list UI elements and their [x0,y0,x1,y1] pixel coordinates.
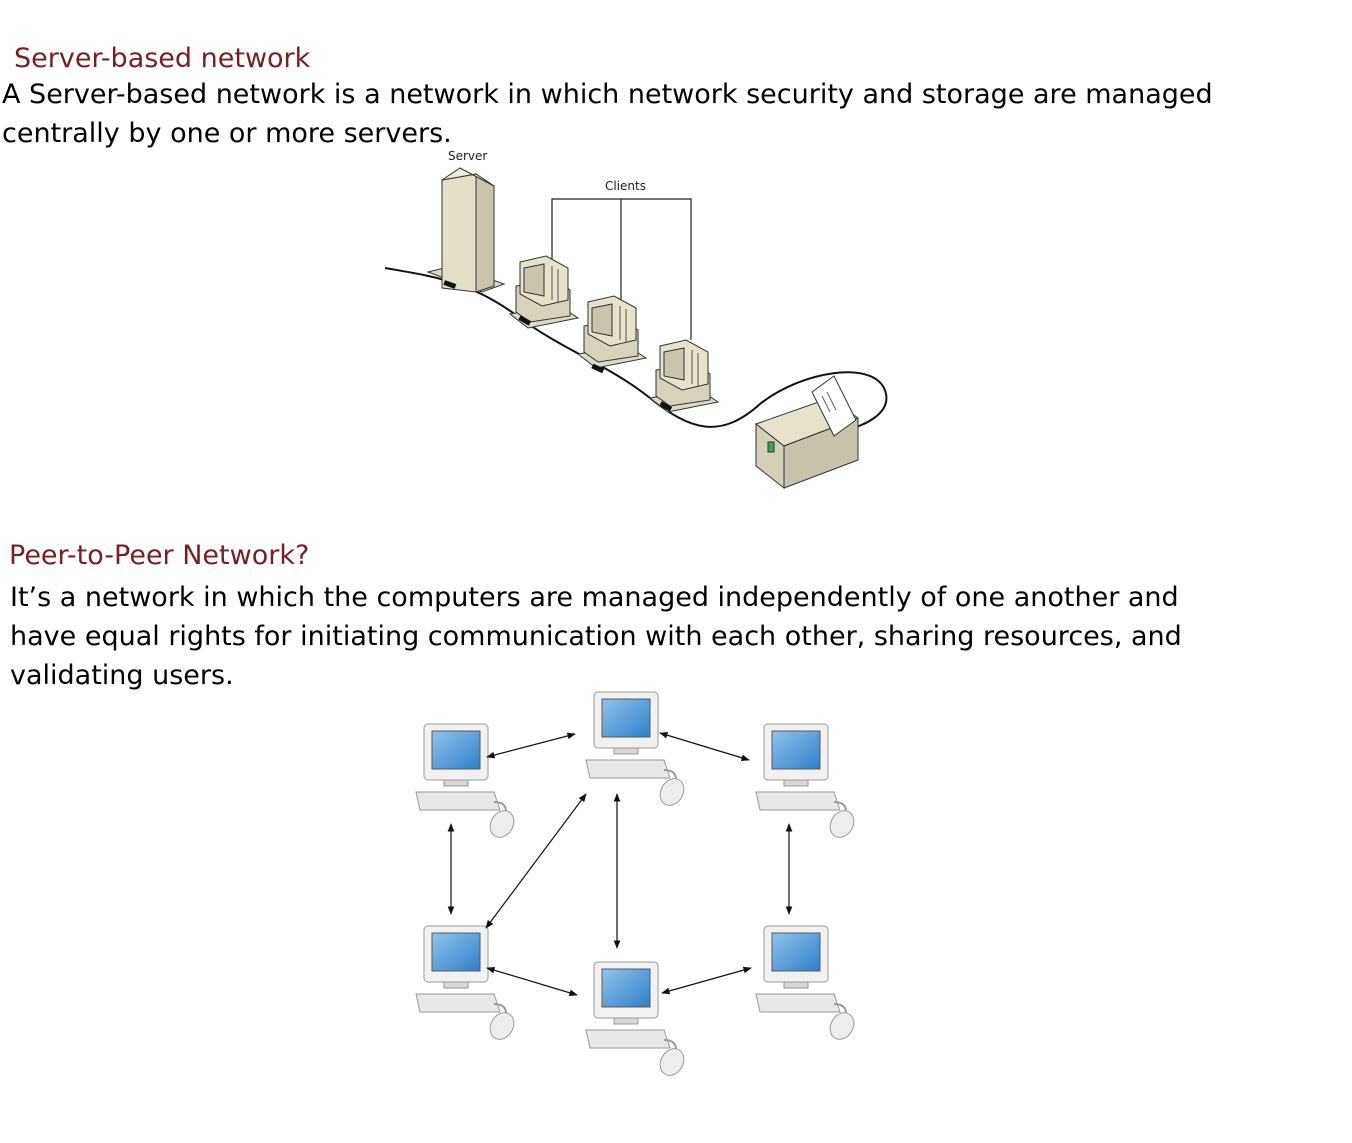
peer-computer-bottom-center [585,961,690,1081]
client-computer-3 [649,339,719,413]
peer-connection-arrows [447,731,793,997]
clients-bracket [551,198,692,340]
peer-computer-bottom-right [755,925,860,1045]
p2p-network-heading: Peer-to-Peer Network? [9,540,310,571]
peer-computer-bottom-left [415,925,520,1045]
peer-computer-top-center [585,691,690,811]
server-label: Server [448,149,487,163]
clients-label: Clients [605,179,646,193]
network-cable [384,267,888,433]
p2p-network-description: It’s a network in which the computers ar… [10,582,1182,691]
server-network-description: A Server-based network is a network in w… [2,79,1213,149]
server-based-network-diagram: Server Clients [384,149,888,490]
client-computer-2 [577,295,647,369]
cable-connectors [443,280,673,412]
server-tower [426,167,506,293]
server-network-heading: Server-based network [14,43,311,74]
peer-computer-top-right [755,723,860,843]
peer-computer-top-left [415,723,520,843]
peer-to-peer-network-diagram [415,691,860,1081]
printer [754,375,860,490]
